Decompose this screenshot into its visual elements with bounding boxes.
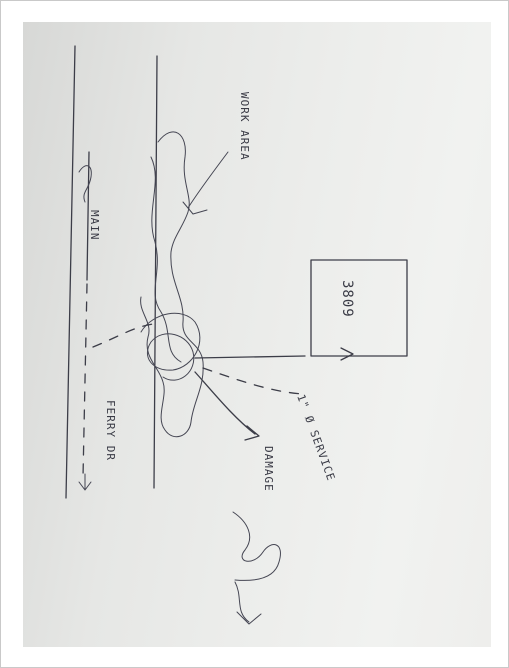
main-to-junction-dashed [92,323,154,348]
service-dashed-to-house [202,367,304,395]
road-edge-line-left [65,45,76,499]
house-box [310,259,408,357]
main-line-dashed [82,283,88,478]
label-main: MAIN [88,210,101,241]
label-work-area: WORK AREA [238,92,251,161]
photo-of-sketch: WORK AREA MAIN DAMAGE 1" Ø SERVICE 3809 … [23,22,491,647]
hand-drawn-sketch: WORK AREA MAIN DAMAGE 1" Ø SERVICE 3809 … [65,45,408,625]
bottom-squiggle [232,511,281,581]
label-street: FERRY DR [104,400,117,461]
label-house-number: 3809 [339,280,355,318]
label-service: 1" Ø SERVICE [294,393,338,483]
junction-scribble [140,312,201,381]
damage-arrow-head [244,425,260,441]
label-damage: DAMAGE [262,446,275,492]
main-line-solid [86,151,90,281]
work-area-inner-wave [150,156,182,363]
damage-arrow [194,371,256,435]
work-area-tick [182,201,208,215]
bottom-swoosh [234,581,250,623]
work-area-outline [140,131,204,438]
bottom-arrow-head [236,611,262,625]
road-edge-line-right [153,55,158,489]
main-top-scribble [78,165,92,203]
service-arrow-head [340,347,354,361]
work-area-leader [187,151,229,209]
service-line [194,355,306,359]
street-arrow [78,473,92,491]
